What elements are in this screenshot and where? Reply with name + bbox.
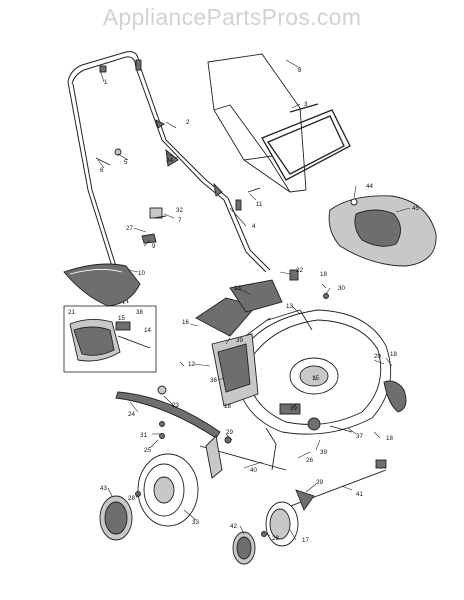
- handle-hardware: [95, 59, 261, 244]
- callout-18b: 18: [390, 351, 397, 358]
- mulch-plug: [328, 195, 437, 267]
- grass-bag: [207, 53, 307, 193]
- callout-19: 19: [290, 405, 297, 412]
- callout-4: 4: [252, 223, 256, 230]
- callout-1: 1: [104, 79, 108, 86]
- callout-8: 8: [298, 67, 302, 74]
- callout-28a: 28: [128, 495, 135, 502]
- callout-6: 6: [100, 167, 104, 174]
- callout-25: 25: [144, 447, 151, 454]
- callout-12: 12: [188, 361, 195, 368]
- rear-wheel: [137, 453, 199, 527]
- callout-33: 33: [192, 519, 199, 526]
- front-hubcap: [232, 531, 267, 565]
- front-axle: [279, 459, 387, 511]
- callout-18c: 18: [224, 403, 231, 410]
- callout-10: 10: [138, 270, 145, 277]
- callout-30: 30: [338, 285, 345, 292]
- callout-16: 16: [182, 319, 189, 326]
- callout-18d: 18: [386, 435, 393, 442]
- callout-13b: 13: [286, 303, 293, 310]
- watermark-text: AppliancePartsPros.com: [103, 4, 361, 30]
- callout-11: 11: [256, 201, 263, 208]
- callout-15a: 15: [118, 315, 125, 322]
- callout-34: 34: [166, 157, 173, 164]
- callout-14: 14: [144, 327, 151, 334]
- callout-32: 32: [176, 207, 183, 214]
- callout-43: 43: [100, 485, 107, 492]
- callout-7: 7: [178, 217, 182, 224]
- mower-deck: [219, 309, 392, 435]
- callout-2: 2: [186, 119, 190, 126]
- callout-18a: 18: [320, 271, 327, 278]
- callout-3: 3: [304, 101, 308, 108]
- callout-36: 36: [210, 377, 217, 384]
- callout-9: 9: [152, 243, 156, 250]
- leader-lines: [97, 59, 411, 541]
- callout-29a: 29: [226, 429, 233, 436]
- callout-22: 22: [296, 267, 303, 274]
- callout-39b: 39: [320, 449, 327, 456]
- callout-labels: 1 2 3 4 5 6 7 8 9 10 11 12 13 13 14 15 1…: [68, 67, 419, 544]
- bag-frame: [261, 103, 351, 181]
- discharge-chute: [63, 263, 141, 307]
- inset-mulch-door: [63, 305, 157, 373]
- callout-41: 41: [356, 491, 363, 498]
- callout-39a: 39: [236, 337, 243, 344]
- callout-20: 20: [374, 353, 381, 360]
- callout-44: 44: [366, 183, 373, 190]
- engine-area: [195, 269, 407, 433]
- callout-31: 31: [140, 432, 147, 439]
- callout-23: 23: [172, 402, 179, 409]
- callout-29b: 29: [316, 479, 323, 486]
- callout-27: 27: [126, 225, 133, 232]
- callout-37: 37: [356, 433, 363, 440]
- callout-17: 17: [302, 537, 309, 544]
- front-wheel: [265, 501, 299, 547]
- callout-38: 38: [136, 309, 143, 316]
- callout-13a: 13: [234, 285, 241, 292]
- callout-5: 5: [124, 159, 128, 166]
- callout-40: 40: [250, 467, 257, 474]
- callout-28b: 28: [272, 535, 279, 542]
- callout-42: 42: [230, 523, 237, 530]
- callout-45: 45: [412, 205, 419, 212]
- height-adjuster: [199, 427, 287, 479]
- rear-hubcap: [99, 491, 141, 541]
- callout-26: 26: [306, 457, 313, 464]
- callout-15b: 15: [312, 375, 319, 382]
- callout-21: 21: [68, 309, 75, 316]
- callout-24: 24: [128, 411, 135, 418]
